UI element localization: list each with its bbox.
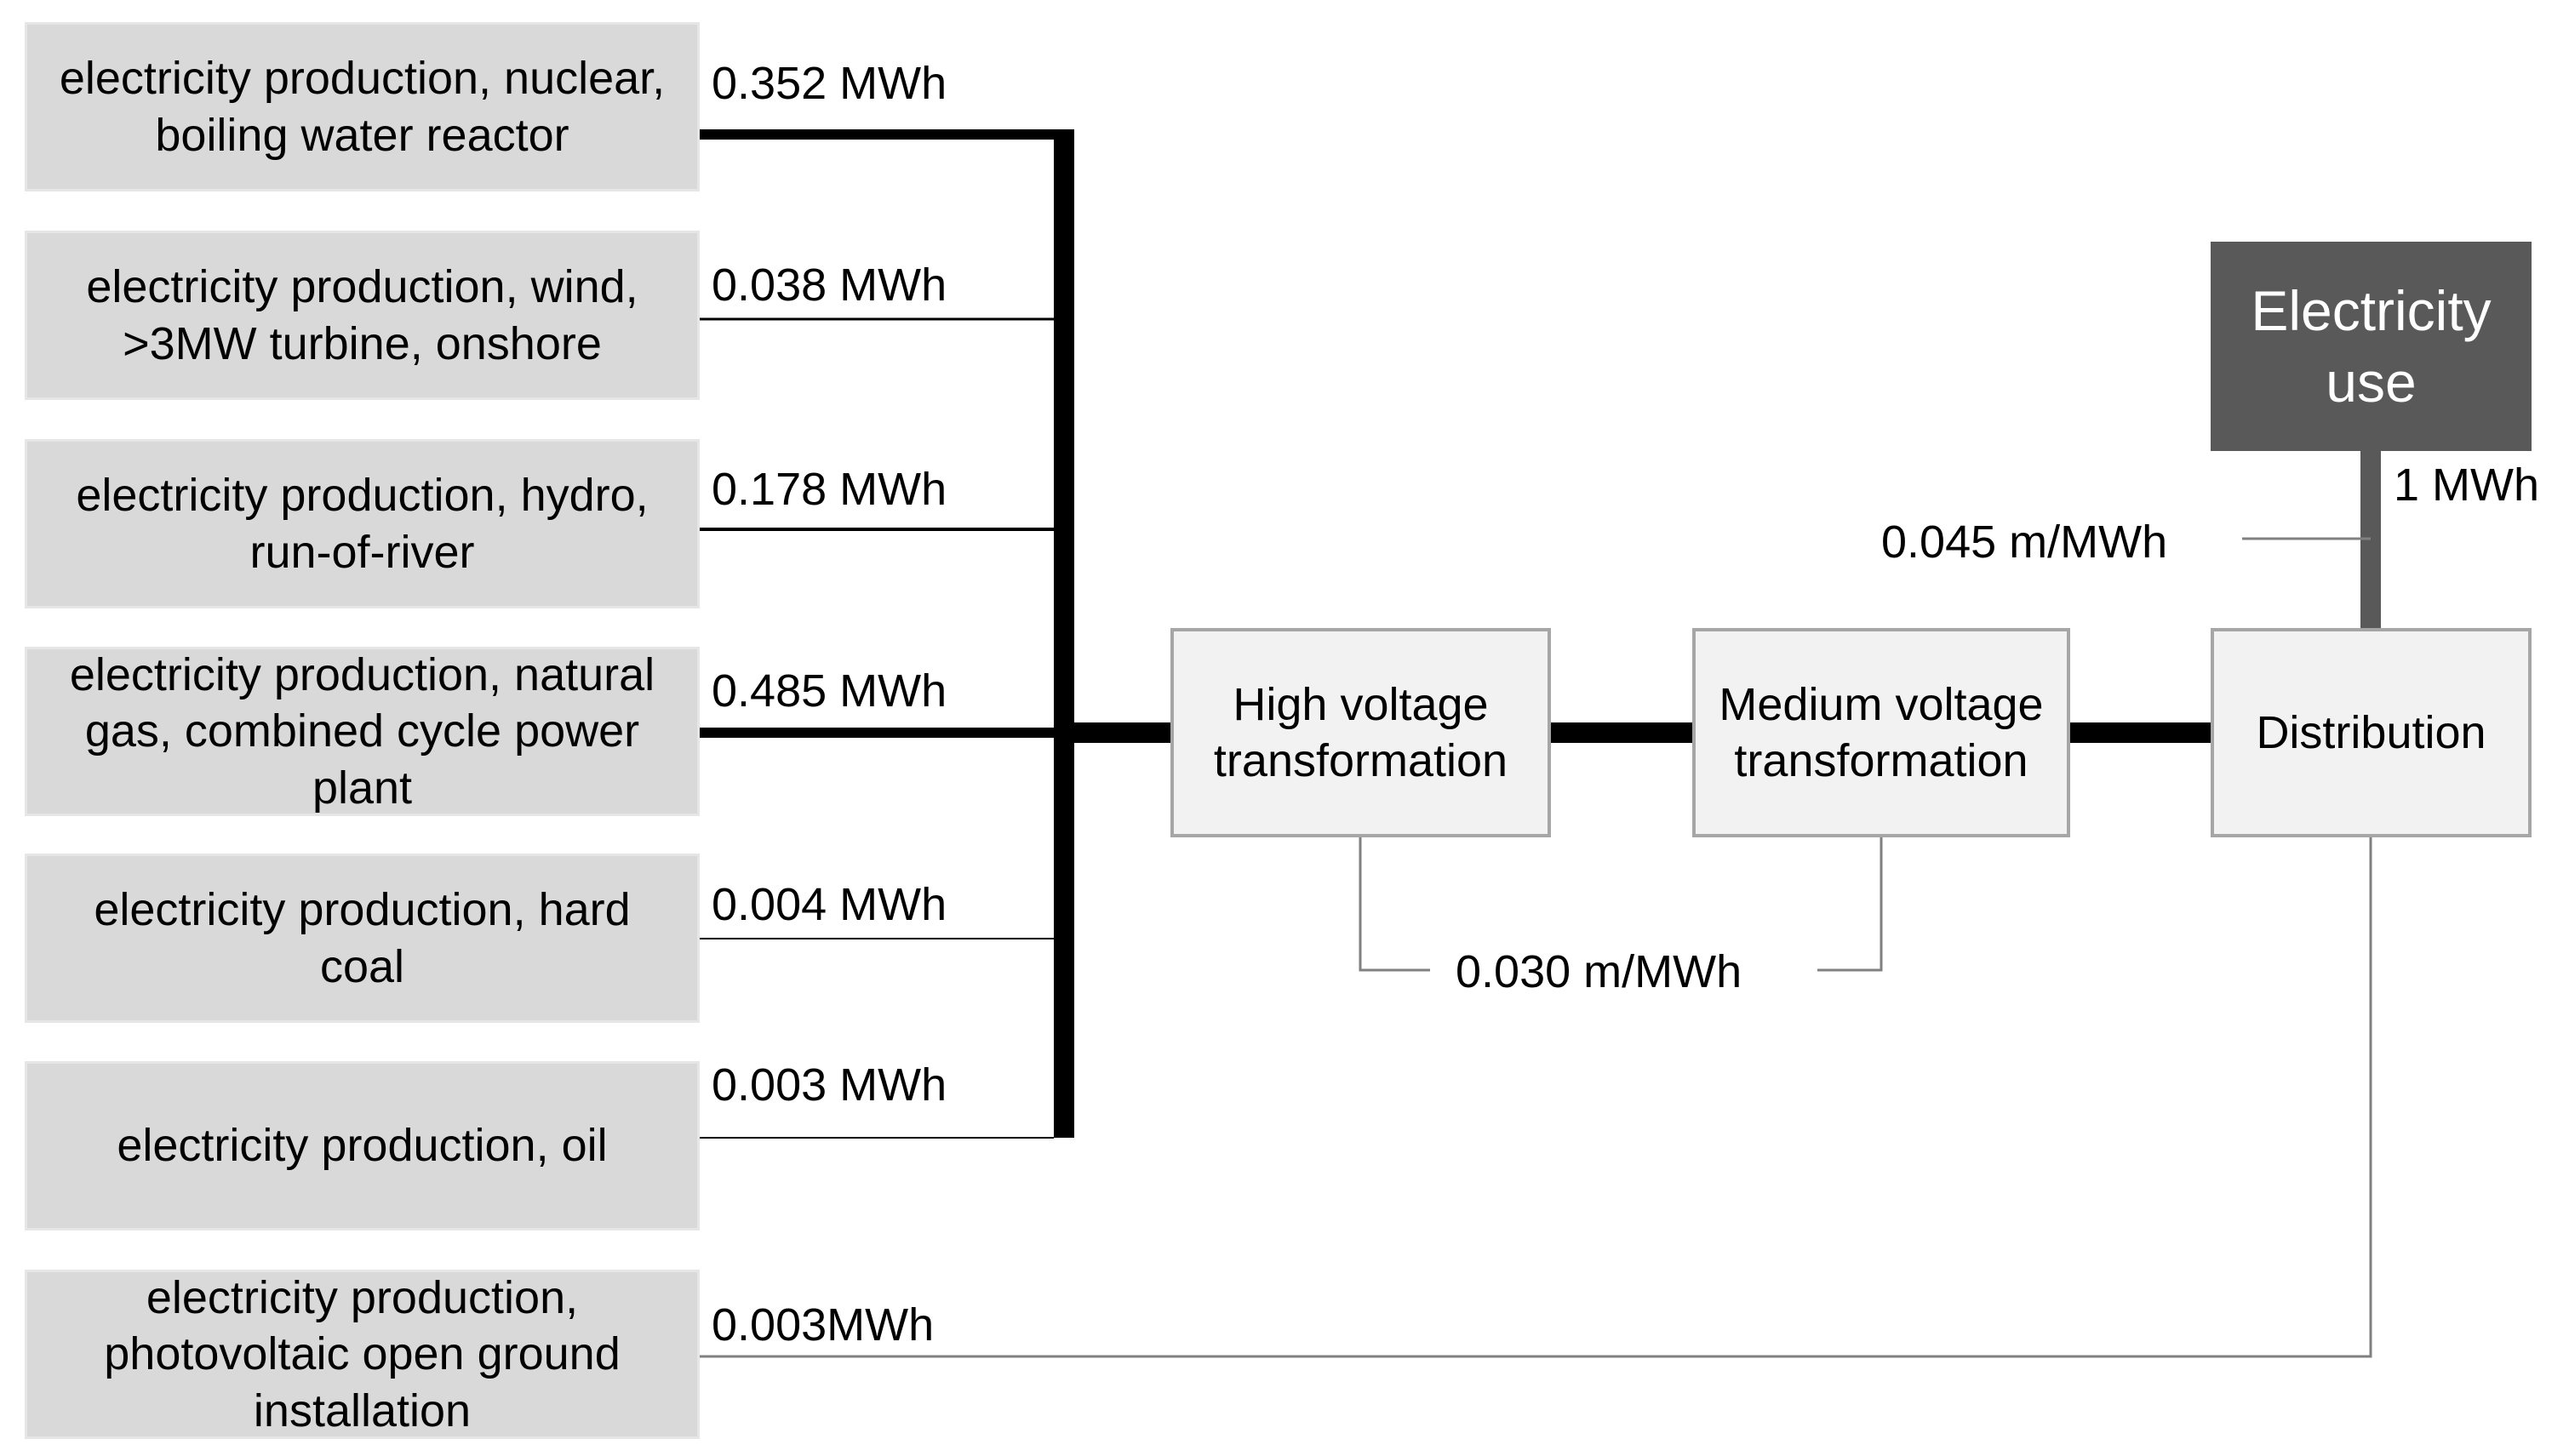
- source-label-hard-coal: electricity production, hard coal: [94, 884, 631, 992]
- amount-label-oil: 0.003 MWh: [712, 1059, 947, 1111]
- source-box-hard-coal: electricity production, hard coal: [25, 854, 700, 1023]
- medium-voltage-transformation-box: Medium voltage transformation: [1692, 628, 2070, 837]
- transformation-loss-line: [1359, 837, 1430, 972]
- amount-label-photovoltaic: 0.003MWh: [712, 1299, 935, 1350]
- distribution-box: Distribution: [2211, 628, 2532, 837]
- source-label-oil: electricity production, oil: [117, 1120, 608, 1172]
- transformation-loss-label: 0.030 m/MWh: [1456, 946, 1742, 997]
- source-box-oil: electricity production, oil: [25, 1061, 700, 1230]
- source-box-hydro: electricity production, hydro, run-of-ri…: [25, 439, 700, 608]
- use-amount-label: 1 MWh: [2394, 460, 2540, 511]
- source-box-wind: electricity production, wind, >3MW turbi…: [25, 231, 700, 400]
- source-label-hydro: electricity production, hydro, run-of-ri…: [76, 470, 649, 578]
- medium-voltage-transformation-label: Medium voltage transformation: [1719, 678, 2044, 786]
- high-voltage-transformation-label: High voltage transformation: [1213, 678, 1508, 786]
- amount-label-wind: 0.038 MWh: [712, 260, 947, 311]
- amount-label-hard-coal: 0.004 MWh: [712, 879, 947, 930]
- electricity-use-label: Electricity use: [2251, 278, 2492, 414]
- transformation-loss-line-right: [1817, 837, 1883, 972]
- source-box-natural-gas: electricity production, natural gas, com…: [25, 647, 700, 816]
- source-label-photovoltaic: electricity production, photovoltaic ope…: [104, 1271, 621, 1436]
- amount-label-nuclear: 0.352 MWh: [712, 58, 947, 109]
- source-box-nuclear: electricity production, nuclear, boiling…: [25, 22, 700, 191]
- source-label-wind: electricity production, wind, >3MW turbi…: [86, 261, 638, 369]
- amount-label-hydro: 0.178 MWh: [712, 464, 947, 515]
- distribution-loss-label: 0.045 m/MWh: [1881, 517, 2168, 568]
- source-box-photovoltaic: electricity production, photovoltaic ope…: [25, 1270, 700, 1439]
- electricity-use-box: Electricity use: [2211, 242, 2532, 451]
- amount-label-natural-gas: 0.485 MWh: [712, 665, 947, 717]
- photovoltaic-flow-line: [700, 837, 2372, 1358]
- source-label-nuclear: electricity production, nuclear, boiling…: [59, 53, 666, 161]
- source-label-natural-gas: electricity production, natural gas, com…: [69, 648, 655, 814]
- distribution-label: Distribution: [2256, 706, 2486, 758]
- high-voltage-transformation-box: High voltage transformation: [1170, 628, 1551, 837]
